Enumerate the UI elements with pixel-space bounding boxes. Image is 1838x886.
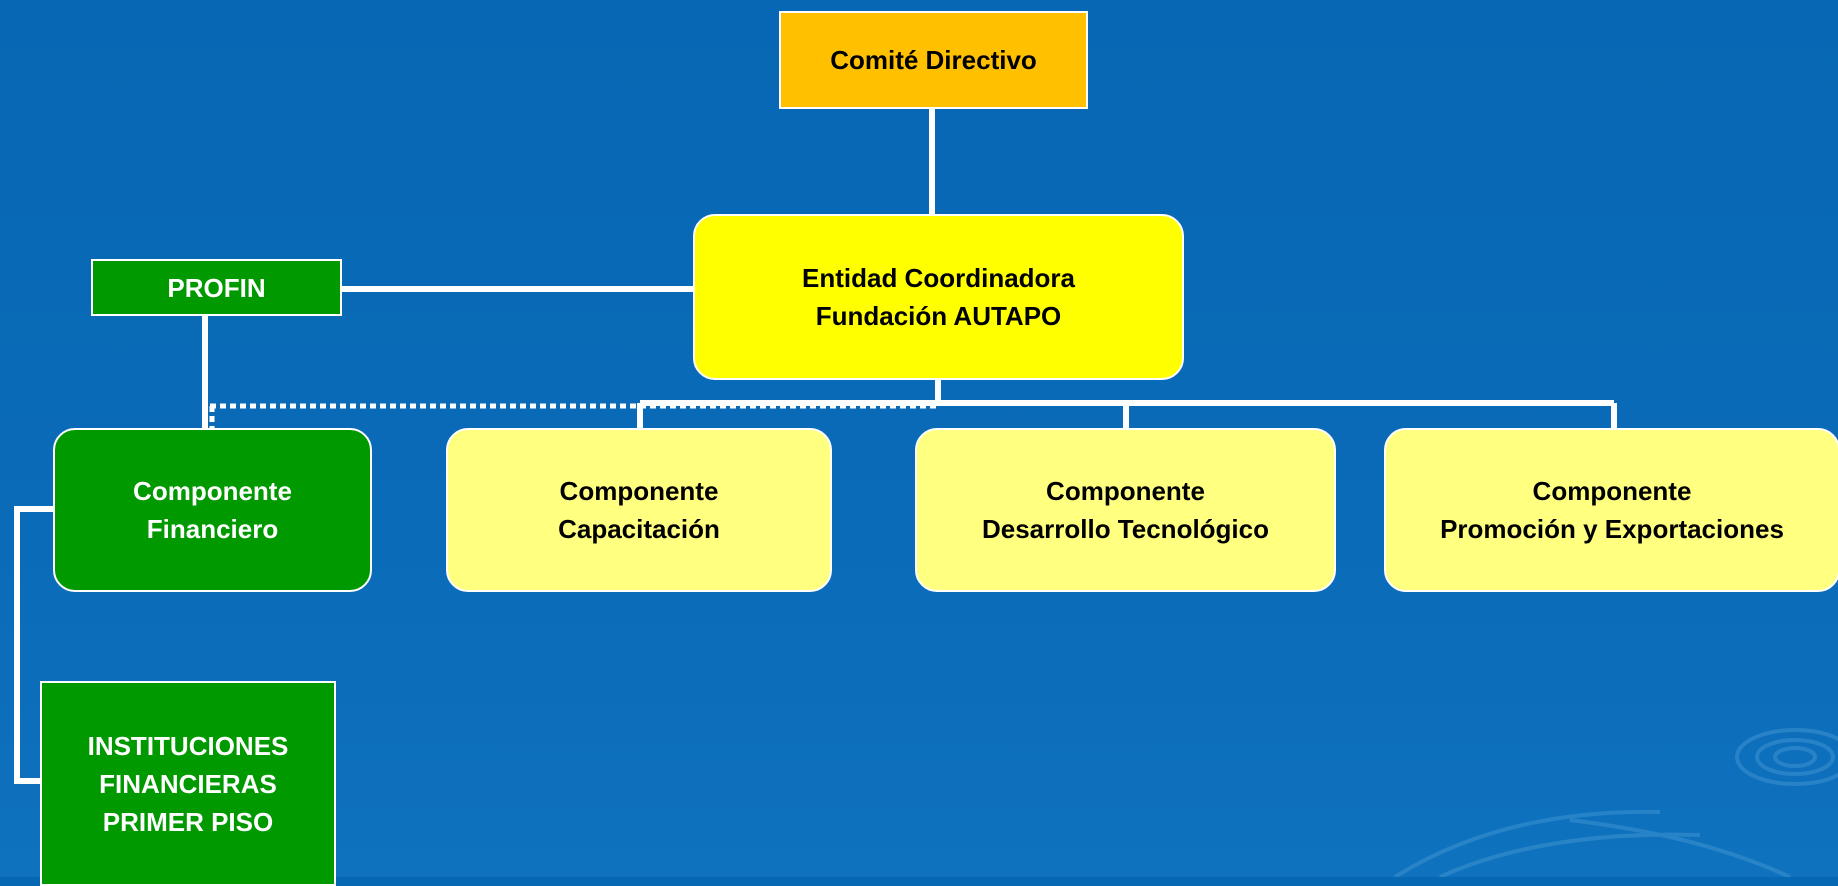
- capacitacion-line-1: Componente: [559, 476, 719, 506]
- financiero-line-2: Financiero: [146, 514, 279, 544]
- entidad-line-1: Entidad Coordinadora: [802, 263, 1075, 293]
- instituciones-line-1: INSTITUCIONES: [87, 731, 289, 761]
- componente-financiero-box: Componente Financiero: [53, 428, 372, 592]
- componente-promocion-box: Componente Promoción y Exportaciones: [1384, 428, 1838, 592]
- instituciones-financieras-box: INSTITUCIONES FINANCIERAS PRIMER PISO: [40, 681, 336, 886]
- entidad-coordinadora-box: Entidad Coordinadora Fundación AUTAPO: [693, 214, 1184, 380]
- entidad-line-2: Fundación AUTAPO: [815, 301, 1062, 331]
- financiero-line-1: Componente: [133, 476, 292, 506]
- capacitacion-line-2: Capacitación: [558, 514, 720, 544]
- profin-label: PROFIN: [167, 272, 266, 303]
- instituciones-line-2: FINANCIERAS: [99, 769, 277, 799]
- instituciones-line-3: PRIMER PISO: [102, 807, 274, 837]
- componente-desarrollo-box: Componente Desarrollo Tecnológico: [915, 428, 1336, 592]
- componente-capacitacion-box: Componente Capacitación: [446, 428, 832, 592]
- comite-directivo-box: Comité Directivo: [779, 11, 1088, 109]
- desarrollo-line-2: Desarrollo Tecnológico: [981, 514, 1269, 544]
- desarrollo-line-1: Componente: [1046, 476, 1205, 506]
- comite-directivo-label: Comité Directivo: [830, 45, 1037, 75]
- promocion-line-1: Componente: [1532, 476, 1692, 506]
- promocion-line-2: Promoción y Exportaciones: [1440, 514, 1784, 544]
- profin-box: PROFIN: [91, 259, 342, 316]
